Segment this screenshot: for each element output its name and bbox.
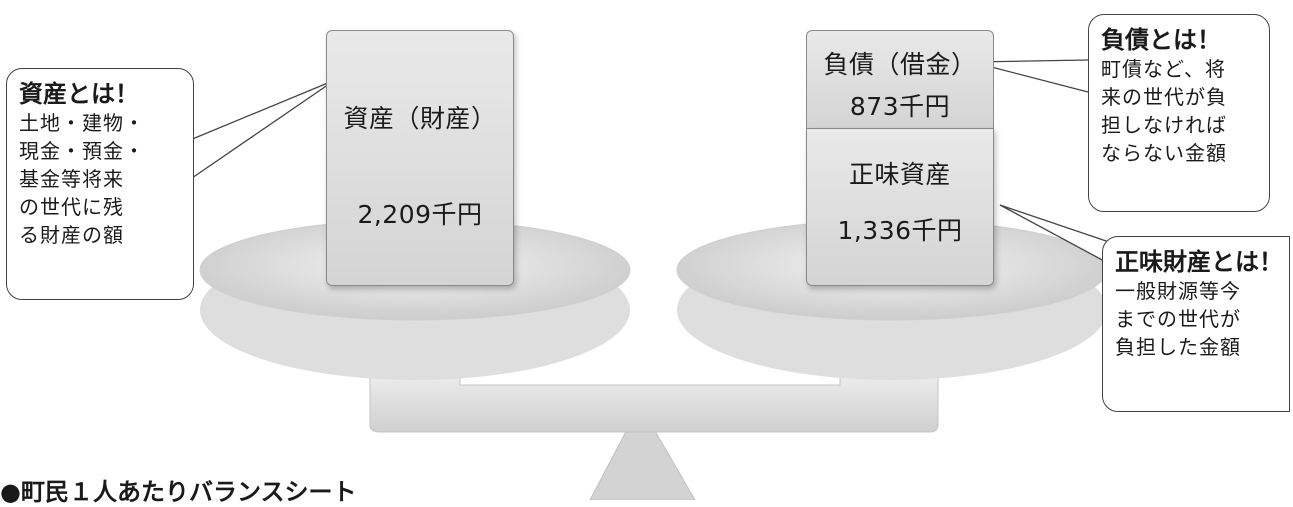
fulcrum: [589, 403, 696, 500]
callout-net-assets-body: 一般財源等今 までの世代が 負担した金額: [1115, 277, 1279, 361]
callout-net-assets-pointer: [999, 204, 1116, 263]
callout-net-assets-line: 負担した金額: [1115, 335, 1241, 359]
callout-liabilities-title: 負債とは！: [1101, 26, 1221, 54]
callout-liabilities: 負債とは！ 町債など、将 来の世代が負 担しなければ ならない金額: [1088, 14, 1270, 212]
scale-beam: [369, 369, 939, 433]
callout-net-assets-title: 正味財産とは！: [1115, 248, 1283, 276]
callout-assets-line: 基金等将来: [19, 167, 124, 191]
net-assets-box-value: 1,336千円: [837, 216, 963, 245]
liabilities-box: 負債（借金） 873千円: [806, 30, 994, 128]
callout-assets-pointer: [189, 79, 336, 179]
callout-assets-line: 現金・預金・: [19, 139, 145, 163]
callout-liabilities-line: ならない金額: [1101, 141, 1227, 165]
callout-net-assets-line: までの世代が: [1115, 307, 1241, 331]
assets-box: 資産（財産） 2,209千円: [326, 30, 514, 286]
assets-box-title: 資産（財産）: [343, 104, 497, 133]
callout-assets-line: る財産の額: [19, 223, 124, 247]
liabilities-box-value: 873千円: [849, 92, 951, 121]
callout-net-assets: 正味財産とは！ 一般財源等今 までの世代が 負担した金額: [1102, 236, 1290, 412]
liabilities-box-title: 負債（借金）: [823, 50, 977, 79]
net-assets-box: 正味資産 1,336千円: [806, 128, 994, 286]
net-assets-box-title: 正味資産: [848, 160, 951, 189]
callout-liabilities-line: 担しなければ: [1101, 113, 1227, 137]
callout-assets: 資産とは！ 土地・建物・ 現金・預金・ 基金等将来 の世代に残 る財産の額: [6, 68, 194, 300]
callout-assets-body: 土地・建物・ 現金・預金・ 基金等将来 の世代に残 る財産の額: [19, 109, 183, 249]
assets-box-value: 2,209千円: [357, 200, 483, 229]
section-caption: ●町民１人あたりバランスシート: [0, 478, 357, 506]
callout-assets-title: 資産とは！: [19, 80, 139, 108]
callout-liabilities-line: 町債など、将: [1101, 57, 1226, 81]
callout-liabilities-line: 来の世代が負: [1101, 85, 1227, 109]
callout-assets-line: 土地・建物・: [19, 111, 145, 135]
callout-liabilities-body: 町債など、将 来の世代が負 担しなければ ならない金額: [1101, 55, 1259, 167]
callout-assets-line: の世代に残: [19, 195, 124, 219]
callout-net-assets-line: 一般財源等今: [1115, 279, 1241, 303]
